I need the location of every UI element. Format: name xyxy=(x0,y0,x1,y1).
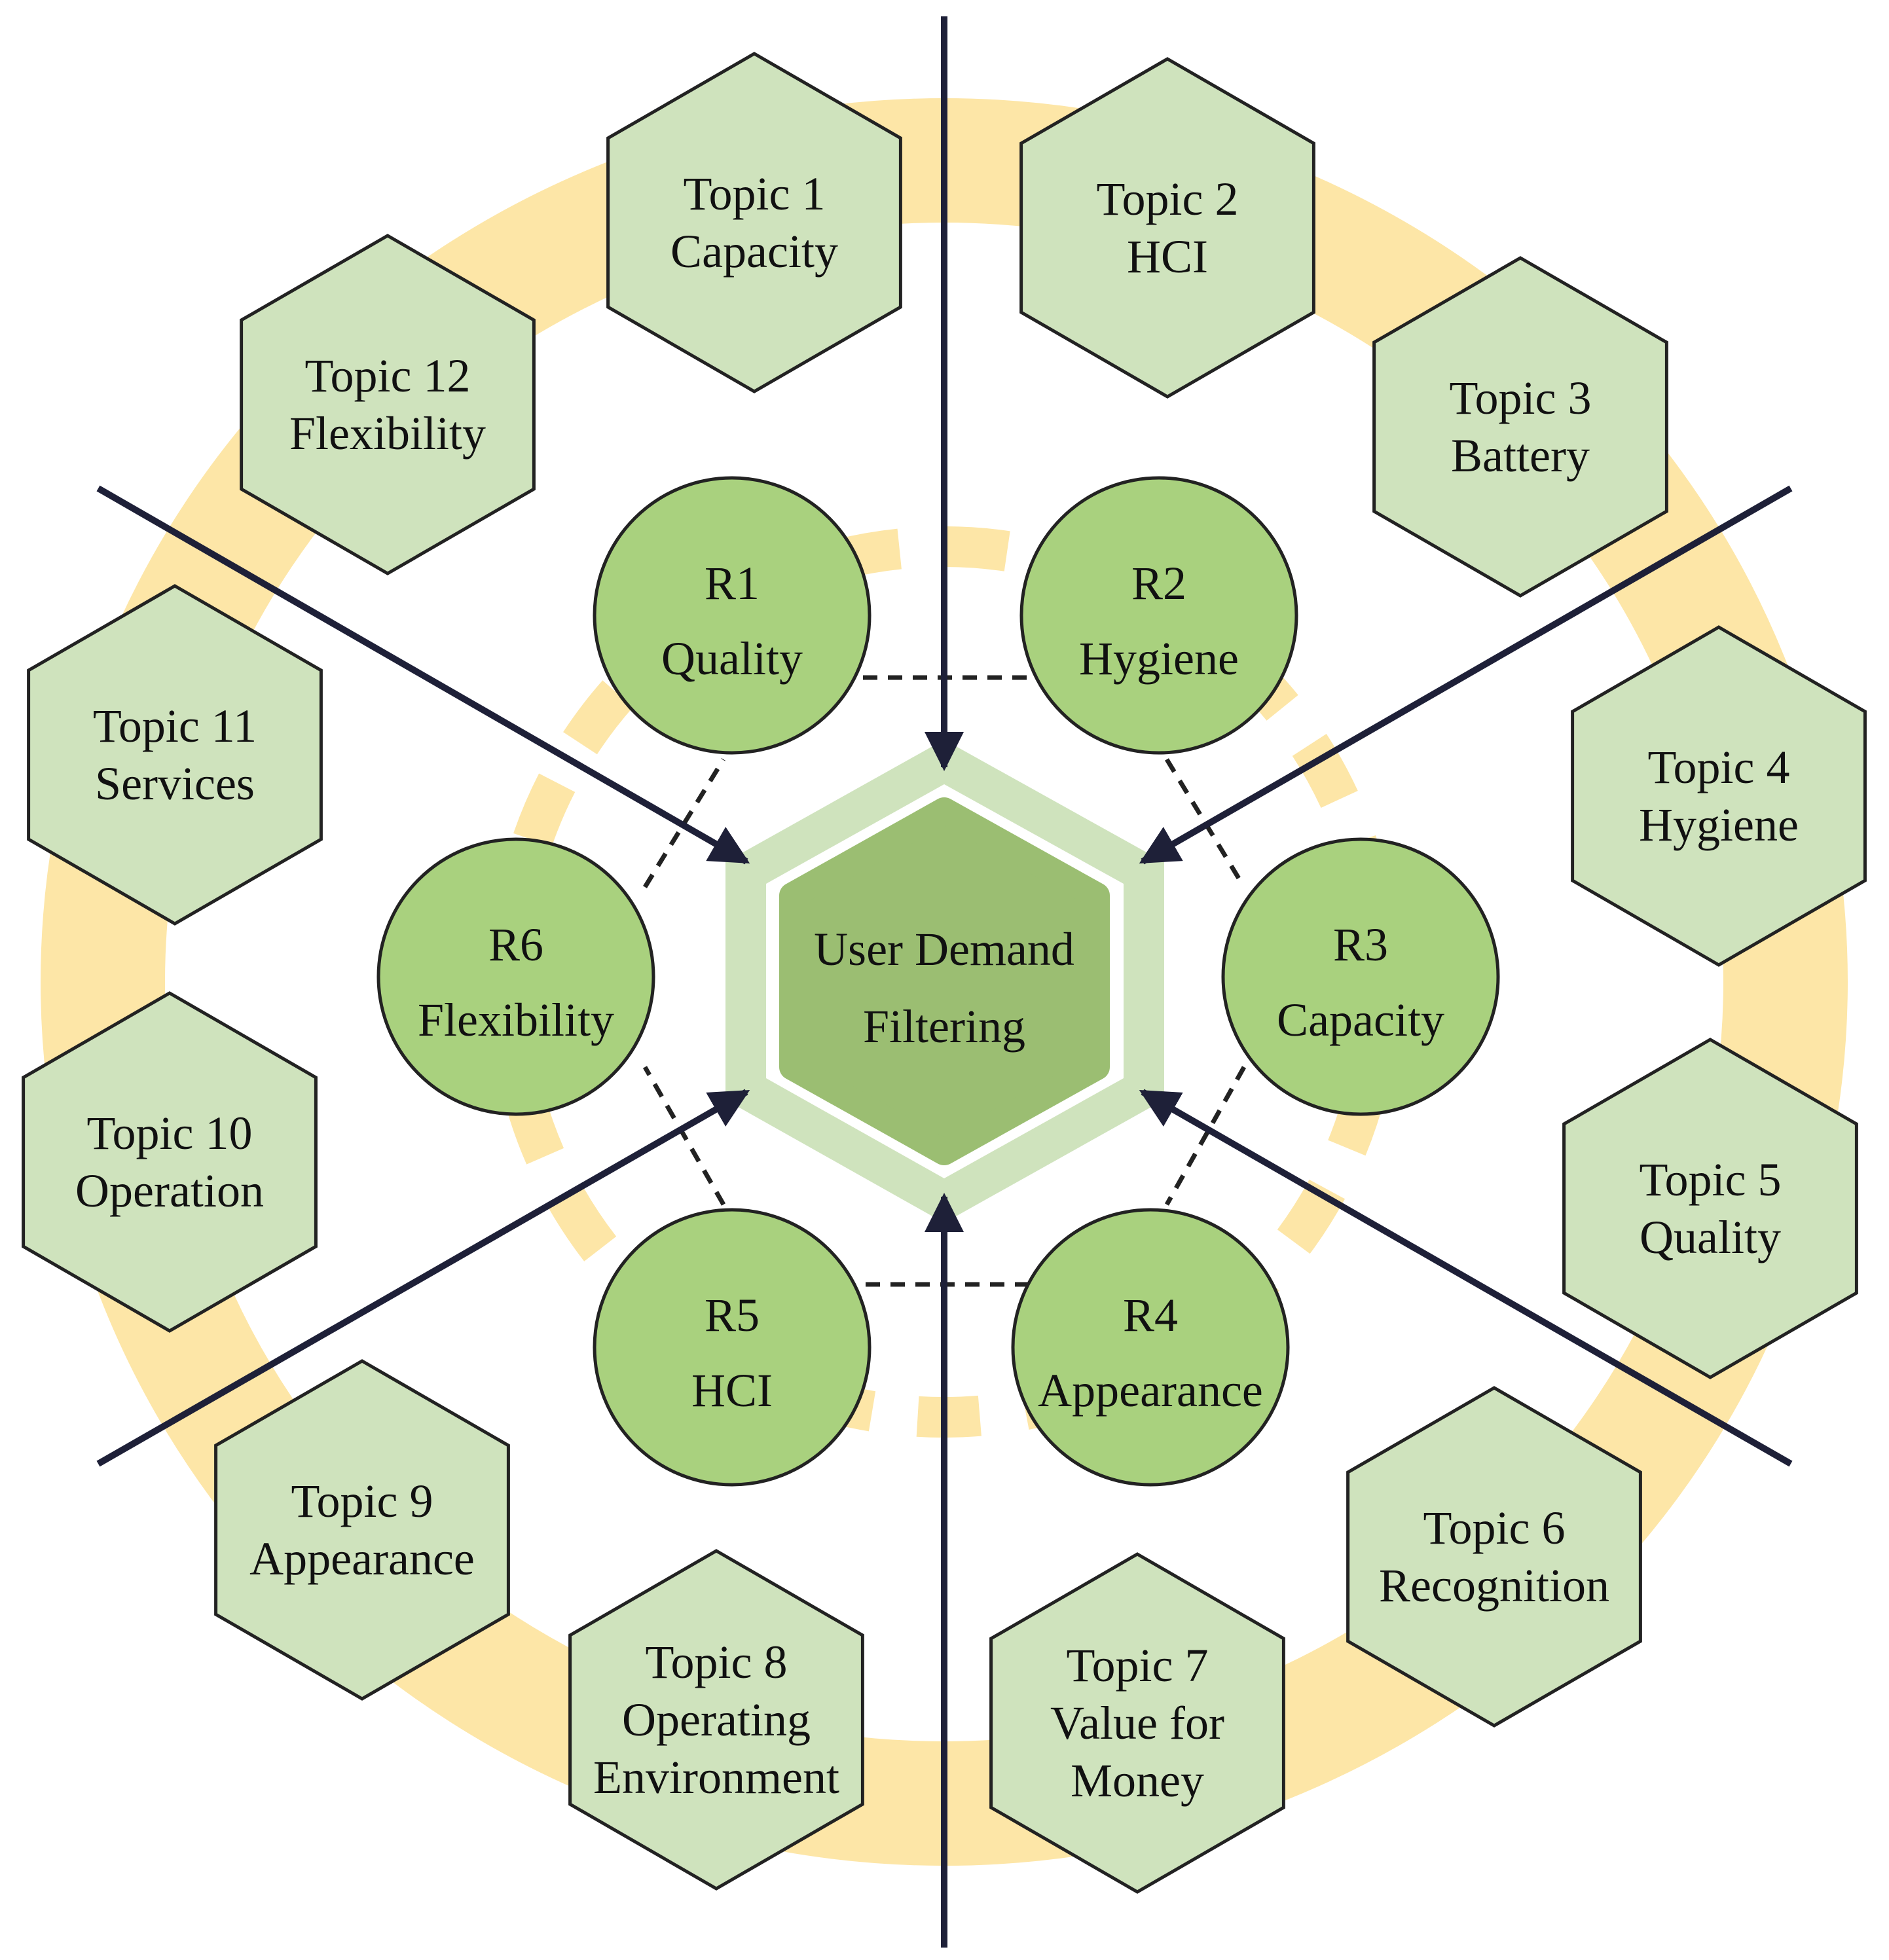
center-node: User Demand Filtering xyxy=(725,740,1164,1223)
topic-title: Topic 1 xyxy=(684,168,826,220)
dashed-connector xyxy=(642,1066,726,1206)
topic-9: Topic 9 Appearance xyxy=(214,1359,510,1701)
topic-title: Topic 9 xyxy=(291,1475,433,1527)
topic-title: Topic 8 xyxy=(646,1636,788,1688)
requirement-id: R5 xyxy=(705,1289,760,1341)
topic-title: Topic 12 xyxy=(305,350,471,402)
topic-hexagon xyxy=(1346,1386,1642,1728)
topic-label: Quality xyxy=(1640,1211,1781,1263)
arrow-lower-right xyxy=(1139,1089,1793,1467)
arrow-upper-left xyxy=(96,485,750,865)
topic-label: Services xyxy=(95,757,255,810)
topic-hexagon xyxy=(22,991,318,1333)
requirement-id: R6 xyxy=(488,918,543,971)
topic-label: Operating xyxy=(622,1694,811,1746)
topic-title: Topic 2 xyxy=(1097,173,1239,225)
topic-label: Appearance xyxy=(249,1533,475,1585)
topic-hexagon xyxy=(27,584,323,926)
topic-label: HCI xyxy=(1127,230,1208,283)
topic-hexagon xyxy=(606,52,902,393)
requirement-label: Capacity xyxy=(1277,994,1444,1046)
topic-title: Topic 4 xyxy=(1648,741,1790,793)
topic-hexagon xyxy=(240,234,536,575)
topic-label: Flexibility xyxy=(289,407,486,460)
requirement-circle xyxy=(593,1208,871,1487)
topic-title: Topic 6 xyxy=(1423,1502,1566,1554)
topic-hexagon xyxy=(1571,625,1867,967)
topic-label: Operation xyxy=(75,1165,264,1217)
requirement-circle xyxy=(1221,837,1500,1116)
requirement-r3: R3 Capacity xyxy=(1221,837,1500,1116)
topic-label: Battery xyxy=(1451,429,1590,482)
topic-label: Value for xyxy=(1050,1697,1224,1749)
topic-title: Topic 10 xyxy=(87,1107,253,1159)
requirement-r1: R1 Quality xyxy=(593,476,871,755)
requirement-circles: R1 Quality R2 Hygiene R3 Capacity R4 App… xyxy=(376,476,1500,1487)
topic-hexagon xyxy=(989,1552,1285,1894)
topic-label: Capacity xyxy=(670,225,838,278)
topic-label: Environment xyxy=(593,1751,839,1804)
requirement-circle xyxy=(376,837,655,1116)
requirement-id: R4 xyxy=(1123,1289,1178,1341)
topic-4: Topic 4 Hygiene xyxy=(1571,625,1867,967)
topic-title: Topic 11 xyxy=(93,700,257,752)
requirement-circle xyxy=(1019,476,1298,755)
arrow-lower-left xyxy=(96,1089,750,1467)
requirement-label: Appearance xyxy=(1038,1364,1263,1417)
topic-label: Money xyxy=(1071,1754,1204,1807)
topic-10: Topic 10 Operation xyxy=(22,991,318,1333)
requirement-id: R2 xyxy=(1131,557,1186,609)
requirement-r5: R5 HCI xyxy=(593,1208,871,1487)
requirement-label: Quality xyxy=(661,632,803,685)
topic-label: Hygiene xyxy=(1639,799,1799,851)
topic-hexagon xyxy=(568,1549,864,1891)
center-label-line-2: Filtering xyxy=(863,1000,1025,1053)
requirement-label: Flexibility xyxy=(418,994,614,1046)
requirement-label: HCI xyxy=(691,1364,773,1417)
requirement-r4: R4 Appearance xyxy=(1011,1208,1290,1487)
topic-title: Topic 7 xyxy=(1067,1639,1209,1692)
topic-label: Recognition xyxy=(1379,1559,1609,1612)
arrows xyxy=(96,16,1793,1948)
requirement-r6: R6 Flexibility xyxy=(376,837,655,1116)
requirement-r2: R2 Hygiene xyxy=(1019,476,1298,755)
requirement-label: Hygiene xyxy=(1079,632,1239,685)
arrow-upper-right xyxy=(1139,485,1793,865)
topic-hexagon xyxy=(1019,57,1315,399)
topic-title: Topic 5 xyxy=(1640,1153,1782,1206)
dashed-connector xyxy=(1164,1066,1247,1206)
topic-hexagon xyxy=(1562,1038,1858,1379)
requirement-id: R1 xyxy=(705,557,760,609)
topic-hexagon xyxy=(214,1359,510,1701)
requirement-id: R3 xyxy=(1333,918,1388,971)
requirement-circle xyxy=(1011,1208,1290,1487)
topic-hexagon xyxy=(1372,256,1668,598)
topic-title: Topic 3 xyxy=(1450,372,1592,424)
center-inner-hexagon xyxy=(779,797,1110,1165)
center-label-line-1: User Demand xyxy=(814,923,1074,975)
requirement-circle xyxy=(593,476,871,755)
